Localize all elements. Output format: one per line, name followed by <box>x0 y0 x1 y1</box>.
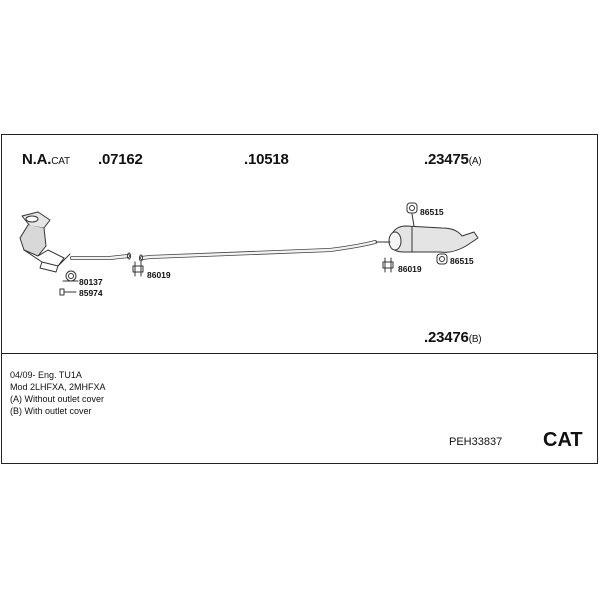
part-label-23475: .23475(A) <box>424 151 482 168</box>
fitting-label-85974: 85974 <box>79 288 103 298</box>
part-label-10518: .10518 <box>244 151 289 168</box>
catalytic-converter-icon <box>19 211 71 273</box>
fitting-label-86515-bottom: 86515 <box>450 256 474 266</box>
fitting-label-86515-top: 86515 <box>420 207 444 217</box>
category-label: CAT <box>543 429 583 451</box>
clamp-86019-right-icon <box>382 257 394 273</box>
fitting-label-86019-left: 86019 <box>147 270 171 280</box>
part-label-07162: .07162 <box>98 151 143 168</box>
diagram-frame <box>1 134 598 464</box>
hanger-86515-bottom-icon <box>436 253 448 265</box>
kit-code: PEH33837 <box>449 436 503 448</box>
rear-muffler-23475-icon <box>375 225 479 253</box>
clamp-86019-left-icon <box>132 261 144 277</box>
diagram-divider <box>1 353 598 354</box>
front-pipe-07162-icon <box>70 252 131 260</box>
note-variant-b: (B) With outlet cover <box>10 406 92 416</box>
part-label-na-cat: N.A.CAT <box>22 151 70 168</box>
part-label-23476: .23476(B) <box>424 329 482 346</box>
bolt-85974-icon <box>59 288 77 296</box>
middle-pipe-10518-icon <box>139 240 377 262</box>
fitting-label-80137: 80137 <box>79 277 103 287</box>
note-engine: 04/09- Eng. TU1A <box>10 370 82 380</box>
fitting-label-86019-right: 86019 <box>398 264 422 274</box>
note-models: Mod 2LHFXA, 2MHFXA <box>10 382 106 392</box>
note-variant-a: (A) Without outlet cover <box>10 394 105 404</box>
clamp-80137-icon <box>62 270 79 282</box>
hanger-86515-top-icon <box>406 202 418 227</box>
